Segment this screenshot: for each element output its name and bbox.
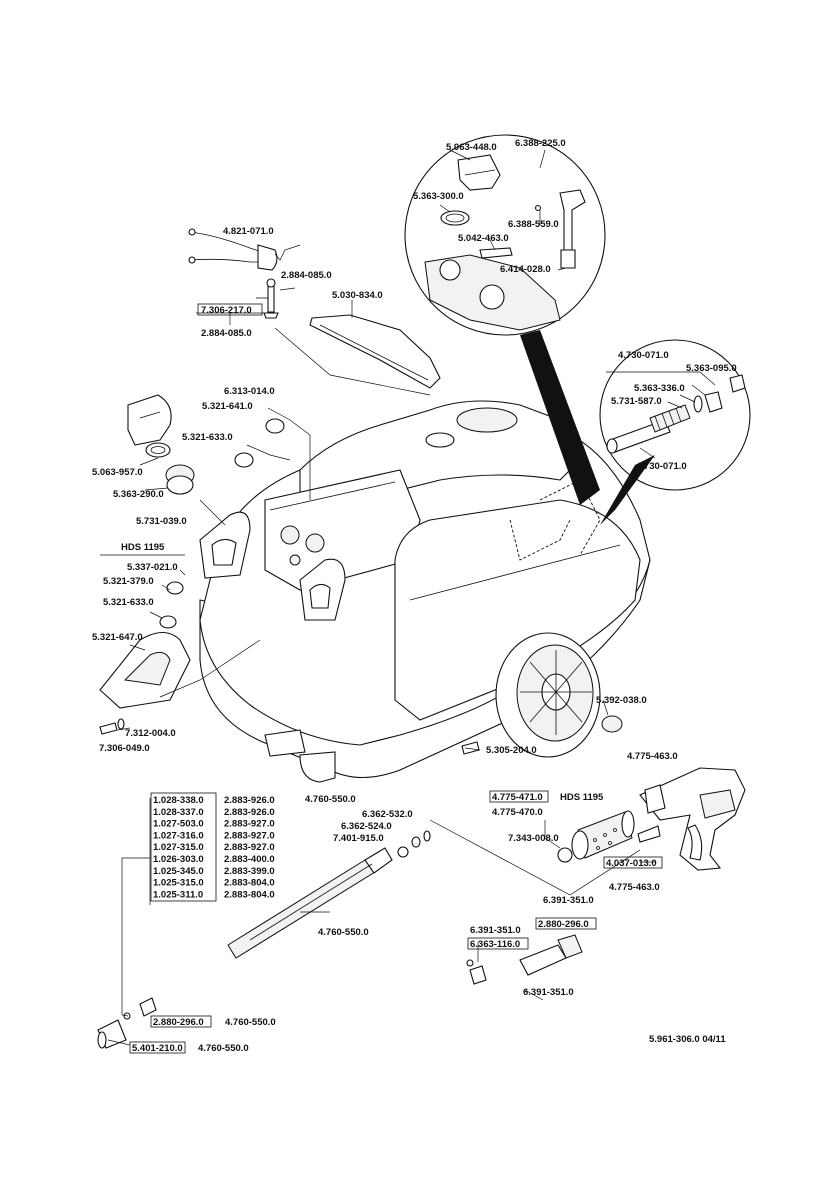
label-5731-587: 5.731-587.0 [611,396,662,407]
lance-table-left-8: 1.025-311.0 [153,889,203,900]
label-6391-351-a: 6.391-351.0 [543,895,594,906]
label-5731-039: 5.731-039.0 [136,516,187,527]
lance-table-left-2: 1.027-503.0 [153,819,204,830]
lance-table-left-1: 1.028-337.0 [153,807,204,818]
label-7312-004: 7.312-004.0 [125,728,176,739]
lance-table-left-7: 1.025-315.0 [153,878,204,889]
label-6388-559: 6.388-559.0 [508,219,559,230]
label-5401-210: 5.401-210.0 [132,1043,183,1054]
spray-gun [639,767,746,871]
lance-table-right-5: 2.883-400.0 [224,854,275,865]
label-4760-550-c: 4.760-550.0 [225,1017,276,1028]
spray-lance [97,847,393,1049]
label-5030-834: 5.030-834.0 [332,290,383,301]
machine-body [199,400,651,783]
detail-circle-right [599,339,751,491]
label-5063-448: 5.063-448.0 [446,142,497,153]
label-4775-471: 4.775-471.0 [492,792,543,803]
label-6388-225: 6.388-225.0 [515,138,566,149]
label-6362-524: 6.362-524.0 [341,821,392,832]
label-2880-296-a: 2.880-296.0 [538,919,589,930]
drawing-number: 5.961-306.0 04/11 [649,1034,726,1045]
part-labels: 4.821-071.0 2.884-085.0 7.306-217.0 2.88… [92,138,737,1054]
label-5392-038: 5.392-038.0 [596,695,647,706]
label-2880-296-b: 2.880-296.0 [153,1017,204,1028]
lance-table-left-0: 1.028-338.0 [153,795,204,806]
label-frames [129,303,663,1054]
label-5321-633-b: 5.321-633.0 [103,597,154,608]
plug-pin [256,278,279,319]
lance-table-right-3: 2.883-927.0 [224,830,275,841]
gun-guard [571,810,635,860]
lance-table-left-6: 1.025-345.0 [153,866,204,877]
label-7343-008: 7.343-008.0 [508,833,559,844]
label-6391-351-c: 6.391-351.0 [523,987,574,998]
label-4775-470: 4.775-470.0 [492,807,543,818]
label-5363-300: 5.363-300.0 [413,191,464,202]
label-5363-290: 5.363-290.0 [113,489,164,500]
lance-table-right-4: 2.883-927.0 [224,842,275,853]
detail-circle-top [404,134,606,336]
label-4760-550-a: 4.760-550.0 [305,794,356,805]
label-4730-071-b: 4.730-071.0 [636,461,687,472]
lance-table-right-7: 2.883-804.0 [224,878,275,889]
lance-part-table: 1.028-338.0 2.883-926.0 1.028-337.0 2.883-9… [153,795,275,900]
label-5321-633-a: 5.321-633.0 [182,432,233,443]
lance-table-right-1: 2.883-926.0 [224,807,275,818]
label-5363-095: 5.363-095.0 [686,363,737,374]
label-6391-351-b: 6.391-351.0 [470,925,521,936]
nozzle-assembly [466,934,583,1037]
cable-assembly [188,228,278,271]
left-loose-parts [99,394,285,735]
lance-table-right-2: 2.883-927.0 [224,819,275,830]
label-hds-1195-b: HDS 1195 [560,792,604,803]
label-4760-550-d: 4.760-550.0 [198,1043,249,1054]
label-4821-071: 4.821-071.0 [223,226,274,237]
label-5305-204: 5.305-204.0 [486,745,537,756]
lance-table-left-4: 1.027-315.0 [153,842,204,853]
lance-table-right-6: 2.883-399.0 [224,866,275,877]
label-4775-463-b: 4.775-463.0 [609,882,660,893]
top-cover-5030 [309,314,441,389]
label-4730-071-a: 4.730-071.0 [618,350,669,361]
label-7401-915: 7.401-915.0 [333,833,384,844]
label-7306-217: 7.306-217.0 [201,305,252,316]
label-5321-641: 5.321-641.0 [202,401,253,412]
label-5337-021: 5.337-021.0 [127,562,178,573]
label-6414-028: 6.414-028.0 [500,264,551,275]
label-6362-532: 6.362-532.0 [362,809,413,820]
label-4037-013: 4.037-013.0 [606,858,657,869]
label-hds-1195-a: HDS 1195 [121,542,165,553]
label-6313-014: 6.313-014.0 [224,386,275,397]
label-5042-463: 5.042-463.0 [458,233,509,244]
label-4760-550-b: 4.760-550.0 [318,927,369,938]
label-6363-116: 6.363-116.0 [470,939,520,950]
lance-table-left-3: 1.027-316.0 [153,830,204,841]
leader-lines [100,149,716,1046]
lance-table-right-8: 2.883-804.0 [224,889,275,900]
lance-table-right-0: 2.883-926.0 [224,795,275,806]
lance-table-left-5: 1.026-303.0 [153,854,204,865]
label-5321-379: 5.321-379.0 [103,576,154,587]
label-2884-085-b: 2.884-085.0 [201,328,252,339]
label-4775-463-a: 4.775-463.0 [627,751,678,762]
label-5321-647: 5.321-647.0 [92,632,143,643]
label-7306-049: 7.306-049.0 [99,743,150,754]
label-2884-085-a: 2.884-085.0 [281,270,332,281]
label-5363-336: 5.363-336.0 [634,383,685,394]
cover-plug [601,715,623,733]
label-5063-957: 5.063-957.0 [92,467,143,478]
